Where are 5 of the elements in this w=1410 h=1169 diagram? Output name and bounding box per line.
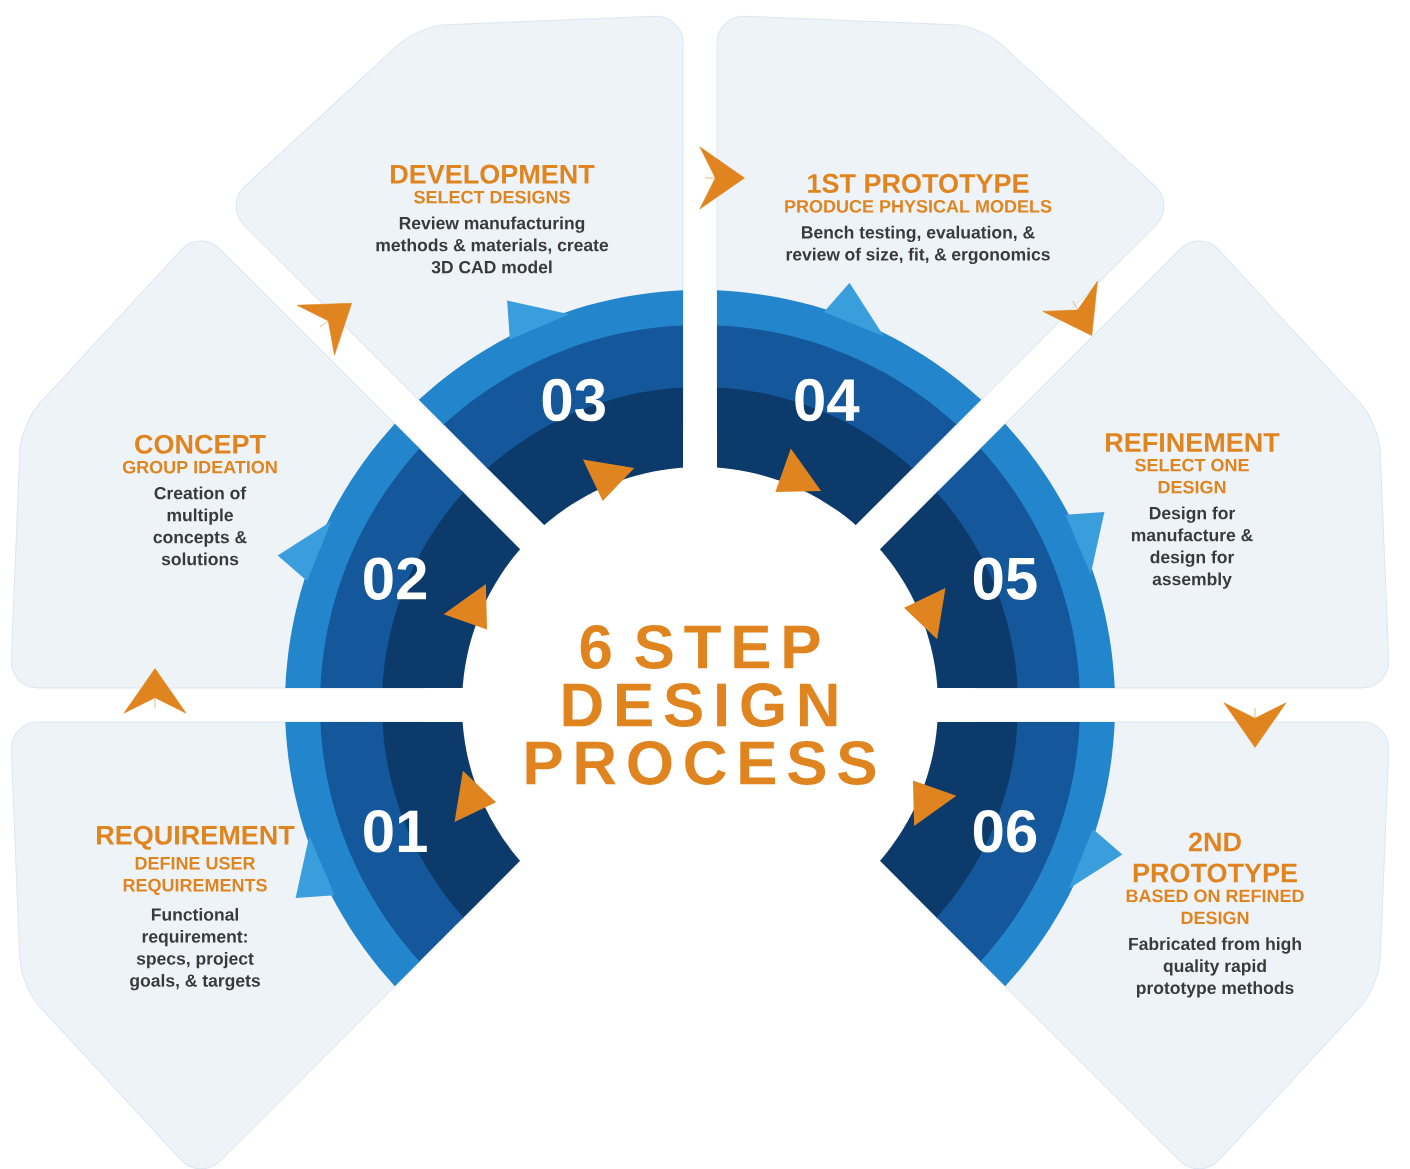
chevron-arrow [1042, 281, 1098, 336]
chevron-arrow [699, 146, 745, 210]
chevron-arrow [123, 668, 187, 714]
chevron-arrow [1223, 702, 1287, 748]
chevron-arrow [296, 303, 352, 356]
